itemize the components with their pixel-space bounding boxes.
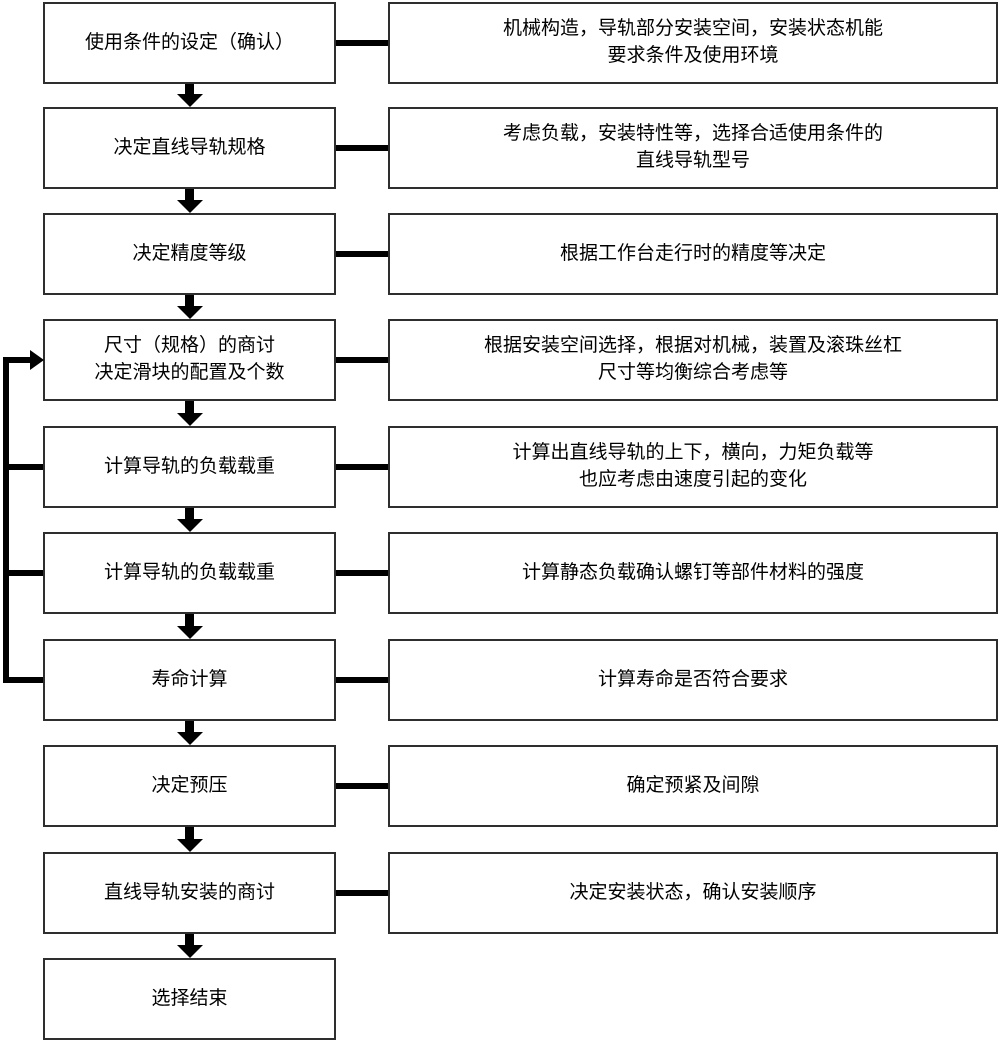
process-box-6: 计算导轨的负载载重 — [43, 532, 336, 614]
description-box-9: 决定安装状态，确认安装顺序 — [388, 852, 998, 934]
down-arrow-icon-4 — [176, 401, 203, 426]
connector-line-7 — [336, 677, 388, 683]
connector-line-9 — [336, 890, 388, 896]
process-box-1: 使用条件的设定（确认） — [43, 2, 336, 84]
process-box-3: 决定精度等级 — [43, 213, 336, 295]
description-box-1: 机械构造，导轨部分安装空间，安装状态机能 要求条件及使用环境 — [388, 2, 998, 84]
connector-line-5 — [336, 464, 388, 470]
down-arrow-icon-6 — [176, 614, 203, 639]
feedback-stub-row6 — [3, 570, 43, 576]
feedback-loop-vertical-line — [3, 357, 9, 683]
process-box-5: 计算导轨的负载载重 — [43, 426, 336, 508]
process-box-4: 尺寸（规格）的商讨 决定滑块的配置及个数 — [43, 319, 336, 401]
description-box-8: 确定预紧及间隙 — [388, 745, 998, 827]
feedback-stub-row5 — [3, 464, 43, 470]
feedback-arrow-icon — [30, 350, 44, 370]
process-box-9: 直线导轨安装的商讨 — [43, 852, 336, 934]
description-box-3: 根据工作台走行时的精度等决定 — [388, 213, 998, 295]
down-arrow-icon-2 — [176, 189, 203, 213]
connector-line-8 — [336, 783, 388, 789]
down-arrow-icon-1 — [176, 84, 203, 107]
process-box-7: 寿命计算 — [43, 639, 336, 721]
connector-line-6 — [336, 570, 388, 576]
connector-line-2 — [336, 145, 388, 151]
down-arrow-icon-3 — [176, 295, 203, 319]
feedback-stub-row7 — [3, 677, 43, 683]
description-box-2: 考虑负载，安装特性等，选择合适使用条件的 直线导轨型号 — [388, 107, 998, 189]
feedback-loop-top-line — [3, 357, 31, 363]
process-box-2: 决定直线导轨规格 — [43, 107, 336, 189]
down-arrow-icon-9 — [176, 934, 203, 958]
description-box-5: 计算出直线导轨的上下，横向，力矩负载等 也应考虑由速度引起的变化 — [388, 426, 998, 508]
connector-line-3 — [336, 251, 388, 257]
connector-line-4 — [336, 357, 388, 363]
description-box-7: 计算寿命是否符合要求 — [388, 639, 998, 721]
description-box-6: 计算静态负载确认螺钉等部件材料的强度 — [388, 532, 998, 614]
down-arrow-icon-8 — [176, 827, 203, 852]
description-box-4: 根据安装空间选择，根据对机械，装置及滚珠丝杠 尺寸等均衡综合考虑等 — [388, 319, 998, 401]
down-arrow-icon-5 — [176, 508, 203, 532]
process-box-8: 决定预压 — [43, 745, 336, 827]
connector-line-1 — [336, 40, 388, 46]
down-arrow-icon-7 — [176, 721, 203, 745]
process-box-10: 选择结束 — [43, 958, 336, 1040]
